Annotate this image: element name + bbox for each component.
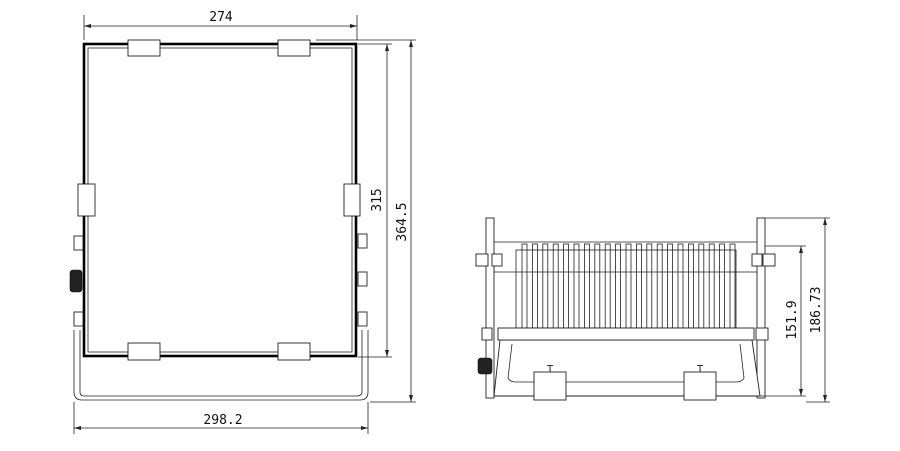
fin (552, 243, 559, 329)
fin (573, 243, 580, 329)
dimension-label-186-73: 186.73 (809, 287, 824, 334)
heat-sink-fins (515, 243, 737, 329)
fin (729, 243, 736, 329)
fin (542, 243, 549, 329)
fin (521, 243, 528, 329)
clip-mark-t-icon: T (546, 364, 554, 375)
fin (667, 243, 673, 329)
fin (656, 243, 663, 329)
front-bracket (69, 233, 369, 401)
fin (688, 243, 694, 329)
dimension-label-274: 274 (209, 10, 233, 25)
front-housing-frame (82, 42, 358, 358)
fin (625, 243, 632, 329)
fin (563, 243, 569, 329)
clip-mark-t-icon: T (696, 364, 704, 375)
dimension-label-364-5: 364.5 (395, 202, 410, 241)
fin (604, 243, 611, 329)
dimension-side-outer-186-73: 186.73 (765, 217, 830, 403)
front-view: 274 (69, 10, 416, 434)
fin (532, 243, 538, 329)
dimension-bottom-width: 298.2 (73, 402, 369, 434)
fin (698, 243, 705, 329)
dimension-label-315: 315 (370, 188, 385, 211)
fin (719, 243, 725, 329)
fin (584, 243, 590, 329)
fin (636, 243, 642, 329)
dimension-side-inner-151-9: 151.9 (760, 245, 806, 397)
housing-clips (77, 39, 361, 361)
bracket-bolts (475, 253, 776, 375)
dimension-label-298-2: 298.2 (203, 413, 242, 428)
dimension-label-151-9: 151.9 (785, 300, 800, 339)
dimension-inner-height-315: 315 (358, 43, 392, 358)
dimension-top-width: 274 (83, 10, 358, 40)
fin (594, 243, 601, 329)
fin (646, 243, 653, 329)
fin (615, 243, 621, 329)
fin (708, 243, 715, 329)
dimension-outer-height-364-5: 364.5 (316, 39, 416, 403)
side-view: T T 151.9 186.73 (475, 217, 830, 403)
fin (677, 243, 684, 329)
